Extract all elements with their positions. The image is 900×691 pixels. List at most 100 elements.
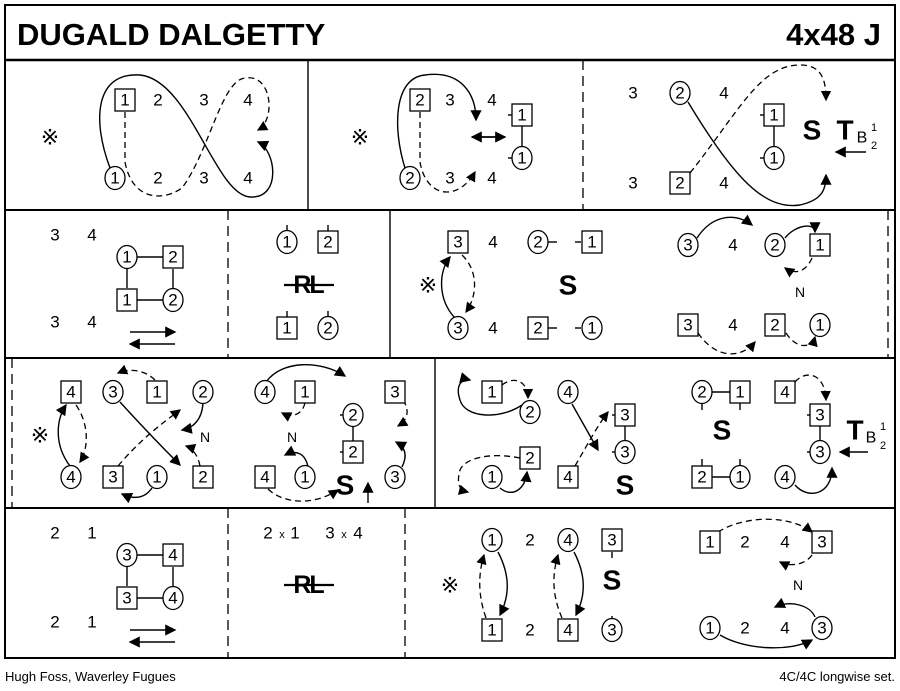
dancer-position: 3 — [325, 524, 334, 543]
dancer-position: 4 — [243, 169, 252, 188]
fraction-digit: 1 — [880, 421, 886, 433]
dancer-number: 1 — [705, 619, 714, 638]
movement-path — [119, 401, 181, 466]
dancer-number: 1 — [282, 233, 291, 252]
man-square-icon — [162, 245, 184, 269]
woman-circle-icon — [763, 145, 785, 171]
nearer-hand-label: N — [793, 577, 803, 593]
dancer-number: 2 — [348, 443, 357, 462]
movement-path — [687, 101, 832, 207]
dancer-number: 4 — [563, 621, 572, 640]
dancer-position: 2 — [525, 531, 534, 550]
man-square-icon — [557, 465, 579, 489]
movement-path — [501, 379, 534, 400]
movement-path — [180, 402, 204, 434]
woman-circle-icon — [384, 464, 406, 490]
woman-circle-icon — [447, 315, 469, 341]
repeat-symbol: ※ — [31, 423, 49, 448]
dancer-number: 1 — [735, 383, 744, 402]
woman-circle-icon — [614, 439, 636, 465]
dancer-number: 1 — [587, 319, 596, 338]
dancer-number: 4 — [168, 546, 177, 565]
man-square-icon — [764, 313, 786, 337]
man-square-icon — [317, 230, 339, 254]
dancer-number: 3 — [817, 619, 826, 638]
dancer-number: 1 — [122, 291, 131, 310]
dance-title: DUGALD DALGETTY — [17, 17, 326, 52]
dancer-position: 3 — [445, 91, 454, 110]
woman-circle-icon — [764, 232, 786, 258]
woman-circle-icon — [342, 402, 364, 428]
figure-letter: S — [803, 115, 822, 146]
movement-path — [497, 551, 510, 617]
dancer-number: 1 — [587, 233, 596, 252]
dancer-position: 4 — [728, 316, 737, 335]
dancer-number: 1 — [487, 383, 496, 402]
figure-letter: S — [559, 270, 578, 301]
footer-author: Hugh Foss, Waverley Fugues — [5, 669, 176, 684]
dancer-position: 2 — [263, 524, 272, 543]
subscript-label: B — [857, 130, 868, 147]
dancer-number: 2 — [770, 236, 779, 255]
dancer-number: 3 — [620, 443, 629, 462]
dancer-position: 3 — [628, 174, 637, 193]
dancer-number: 2 — [323, 319, 332, 338]
woman-circle-icon — [811, 615, 833, 641]
dancer-position: 3 — [199, 169, 208, 188]
dancer-position: 2 — [740, 619, 749, 638]
woman-circle-icon — [809, 312, 831, 338]
dancer-number: 3 — [390, 468, 399, 487]
dancer-position: 3 — [50, 313, 59, 332]
man-square-icon — [114, 88, 136, 112]
dancer-number: 4 — [563, 383, 572, 402]
movement-path — [778, 554, 813, 571]
dancer-number: 3 — [453, 319, 462, 338]
man-square-icon — [60, 380, 82, 404]
woman-circle-icon — [294, 464, 316, 490]
dancer-position: 1 — [87, 524, 96, 543]
dancer-position: 4 — [488, 233, 497, 252]
repeat-symbol: ※ — [41, 125, 59, 150]
dancer-number: 3 — [817, 533, 826, 552]
dancer-number: 2 — [770, 316, 779, 335]
woman-circle-icon — [809, 439, 831, 465]
dancer-position: 4 — [780, 619, 789, 638]
repeat-symbol: ※ — [419, 273, 437, 298]
dancer-number: 1 — [110, 169, 119, 188]
man-square-icon — [162, 543, 184, 567]
dancer-number: 2 — [675, 174, 684, 193]
movement-path — [99, 74, 274, 198]
man-square-icon — [729, 380, 751, 404]
nearer-hand-label: N — [200, 429, 210, 445]
dancer-number: 1 — [300, 383, 309, 402]
man-square-icon — [581, 230, 603, 254]
movement-path — [117, 409, 182, 467]
times-label: x — [279, 529, 285, 541]
dancer-number: 4 — [563, 531, 572, 550]
woman-circle-icon — [669, 80, 691, 106]
man-square-icon — [511, 103, 533, 127]
dancer-position: 3 — [199, 91, 208, 110]
dancer-number: 4 — [563, 468, 572, 487]
figure-letter: T — [836, 115, 853, 146]
dancer-number: 2 — [348, 406, 357, 425]
dancer-number: 4 — [66, 468, 75, 487]
figure-letter: S — [336, 470, 355, 501]
dancer-number: 1 — [705, 533, 714, 552]
man-square-icon — [481, 380, 503, 404]
dancer-number: 3 — [607, 621, 616, 640]
woman-circle-icon — [60, 464, 82, 490]
movement-path — [394, 441, 408, 468]
dancer-number: 4 — [780, 383, 789, 402]
times-label: x — [341, 529, 347, 541]
man-square-icon — [519, 446, 541, 470]
subscript-label: B — [866, 430, 877, 447]
dancer-number: 1 — [815, 236, 824, 255]
